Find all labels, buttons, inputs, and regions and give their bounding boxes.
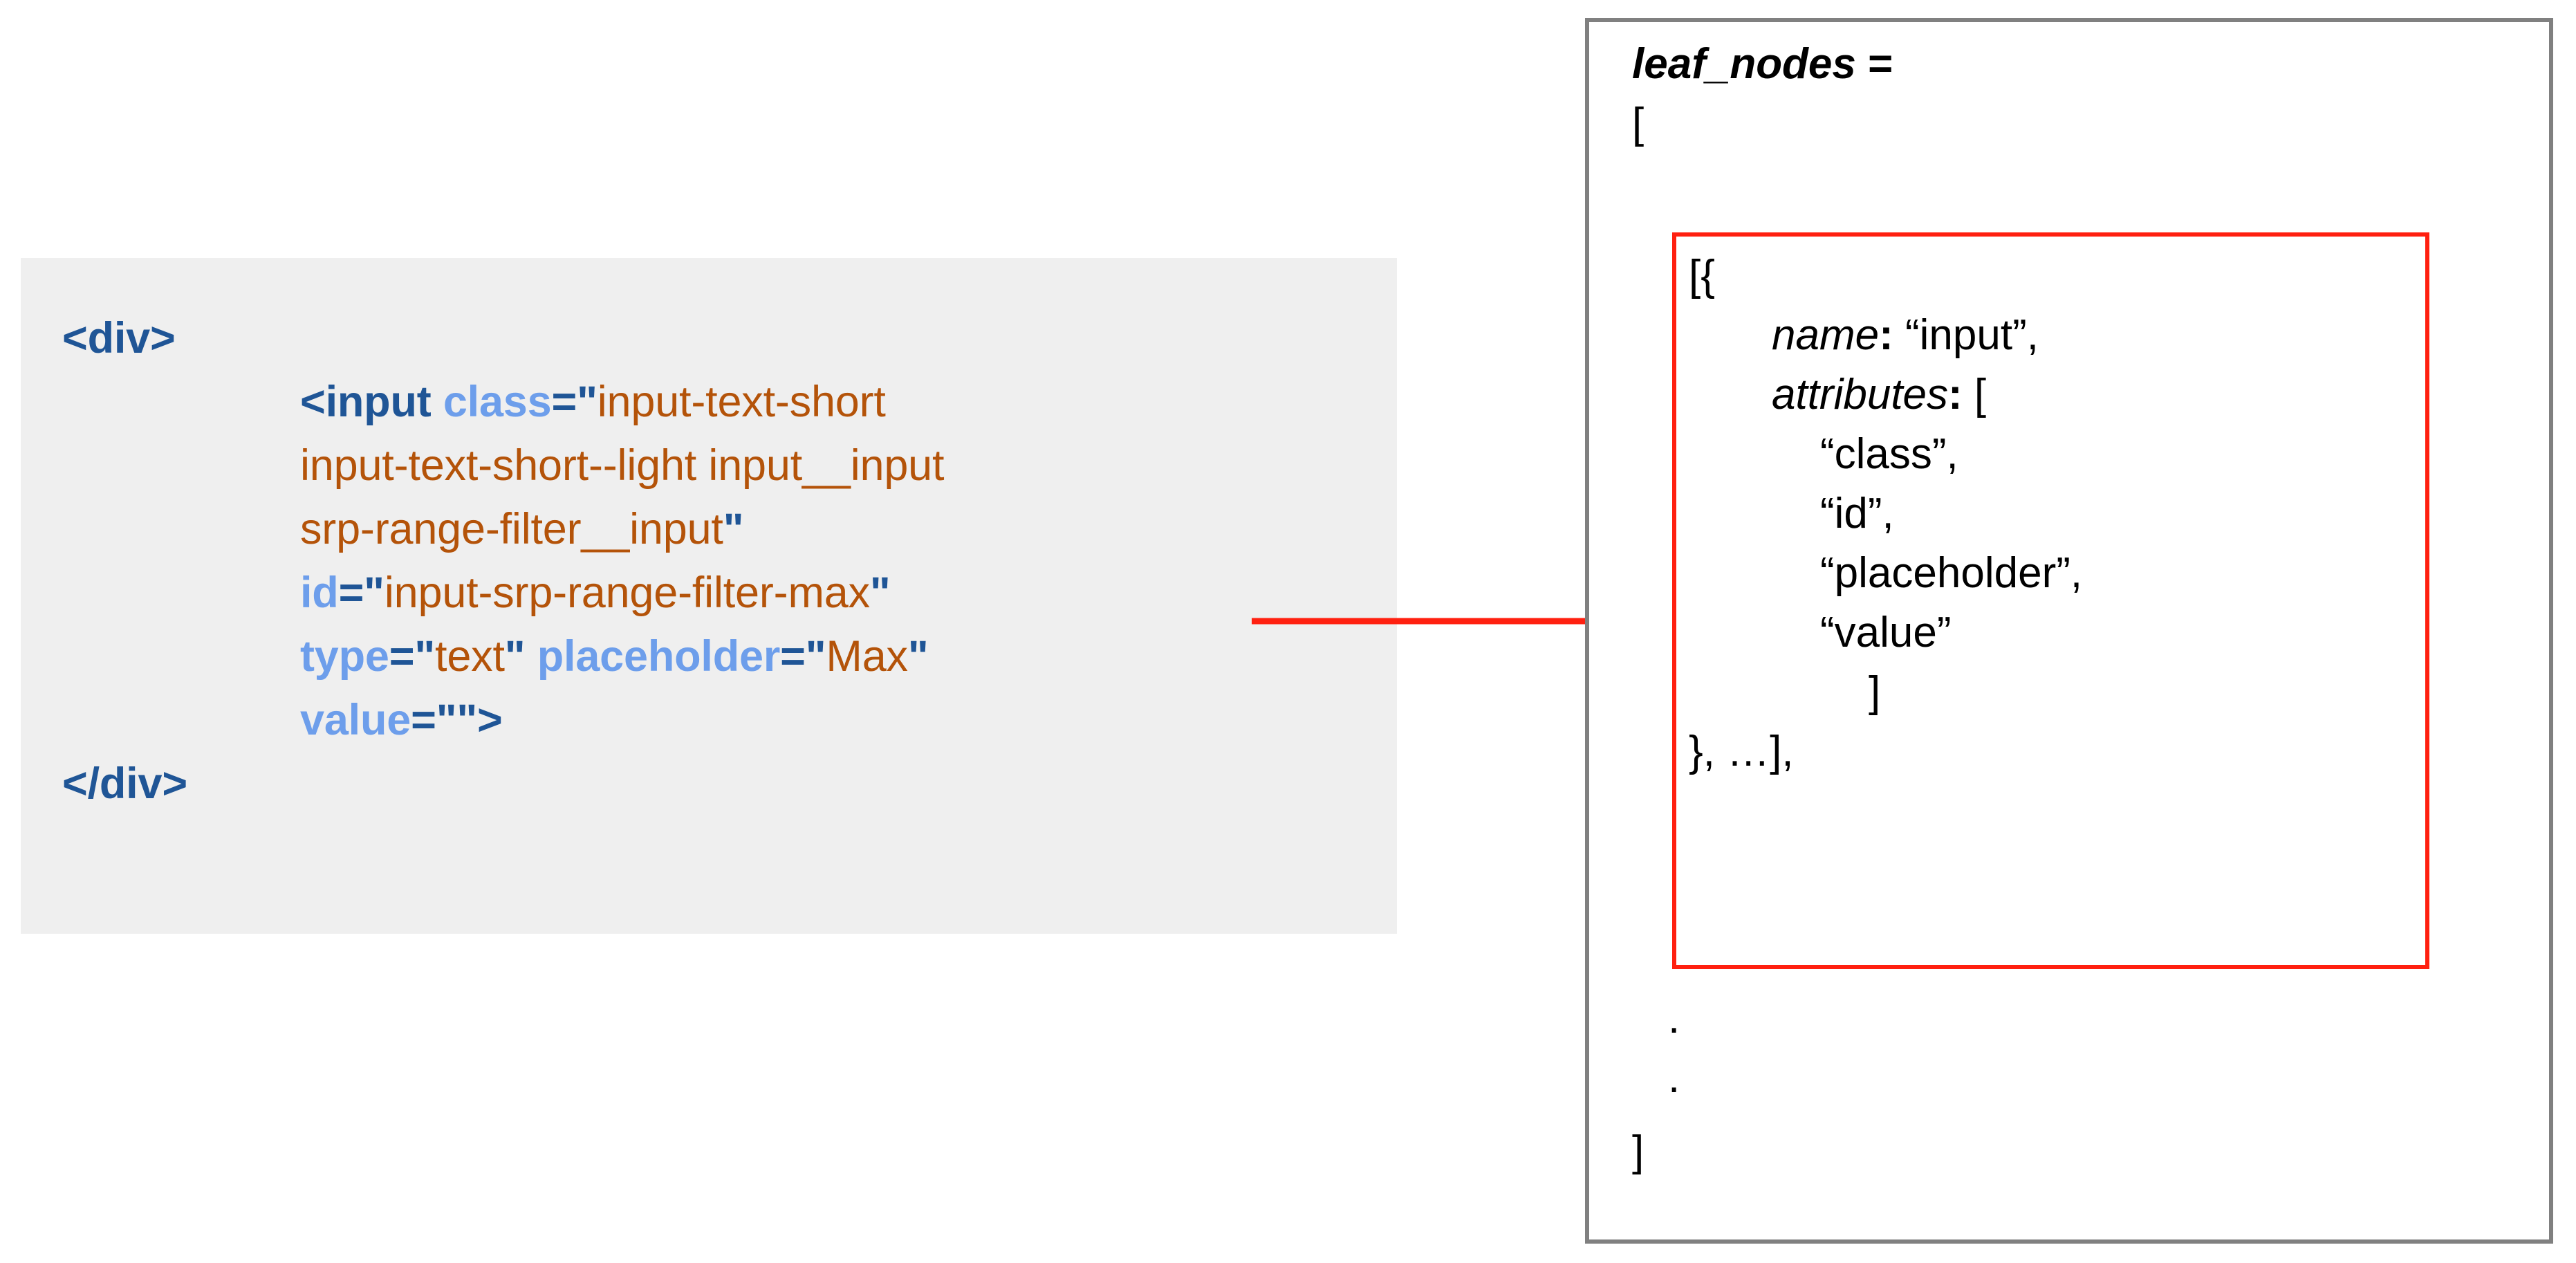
equals-sign: = (1868, 40, 1893, 88)
attribute-item-id: “id”, (1820, 490, 1894, 537)
class-value-part1: input-text-short (597, 378, 886, 426)
eq-quote-value: =" (411, 696, 457, 744)
code-line-type-placeholder: type="text" placeholder="Max" (62, 625, 1397, 688)
code-line-open-div: <div> (62, 306, 1397, 370)
vertical-ellipsis-dot-1: . (1668, 995, 1680, 1042)
red-box-line-open: [{ (1689, 252, 1715, 299)
key-name: name (1772, 311, 1880, 359)
attr-class: class (443, 378, 552, 426)
space-attributes (1963, 371, 1974, 418)
class-close-quote: " (723, 505, 744, 553)
type-value: text (435, 632, 505, 681)
attr-placeholder: placeholder (537, 632, 781, 681)
input-tag-close: "> (456, 696, 503, 744)
key-attributes: attributes (1772, 371, 1949, 418)
eq-quote-class: =" (551, 378, 597, 426)
attribute-item-placeholder: “placeholder”, (1820, 549, 2083, 597)
leaf-nodes-panel: leaf_nodes = [ [{ name: “input”, attribu… (1585, 18, 2553, 1244)
close-div-tag: </div> (62, 759, 187, 808)
type-close-quote: " (504, 632, 526, 681)
code-line-close-div: </div> (62, 752, 1397, 815)
attributes-open-bracket: [ (1974, 371, 1987, 418)
id-value: input-srp-range-filter-max (384, 569, 870, 617)
outer-close-bracket: ] (1632, 1127, 1644, 1175)
class-value-part2: input-text-short--light input__input (300, 441, 945, 490)
input-tag-open: <input (300, 378, 443, 426)
leaf-node-highlight-box: [{ name: “input”, attributes: [ “class”,… (1672, 232, 2429, 969)
code-line-value: value=""> (62, 688, 1397, 752)
code-line-id: id="input-srp-range-filter-max" (62, 561, 1397, 625)
attr-id: id (300, 569, 339, 617)
assignment-operator (1856, 40, 1868, 88)
eq-quote-id: =" (338, 569, 384, 617)
colon-attributes: : (1948, 371, 1963, 418)
vertical-ellipsis-dot-2: . (1668, 1054, 1680, 1102)
placeholder-value: Max (826, 632, 908, 681)
attribute-item-value: “value” (1820, 609, 1952, 656)
code-line-input-open: <input class="input-text-short (62, 370, 1397, 434)
class-value-part3: srp-range-filter__input (300, 505, 723, 553)
attr-value: value (300, 696, 411, 744)
code-line-class-value-end: srp-range-filter__input" (62, 497, 1397, 561)
attributes-close-bracket: ] (1869, 668, 1881, 716)
space-sep (525, 632, 537, 681)
name-value: “input”, (1905, 311, 2039, 359)
html-code-snippet-block: <div> <input class="input-text-short inp… (21, 258, 1397, 934)
placeholder-close-quote: " (907, 632, 929, 681)
eq-quote-placeholder: =" (780, 632, 826, 681)
red-box-line-close: }, …], (1689, 728, 1794, 775)
colon-name: : (1879, 311, 1893, 359)
outer-open-bracket: [ (1632, 100, 1644, 147)
panel-title: leaf_nodes = (1632, 35, 1893, 94)
attribute-item-class: “class”, (1820, 430, 1958, 478)
red-box-line-name: name: “input”, (1689, 306, 2425, 365)
eq-quote-type: =" (389, 632, 436, 681)
attr-type: type (300, 632, 389, 681)
open-div-tag: <div> (62, 314, 176, 362)
red-box-line-attributes: attributes: [ (1689, 365, 2425, 425)
leaf-nodes-variable-name: leaf_nodes (1632, 40, 1856, 88)
id-close-quote: " (869, 569, 891, 617)
value-name (1893, 311, 1905, 359)
